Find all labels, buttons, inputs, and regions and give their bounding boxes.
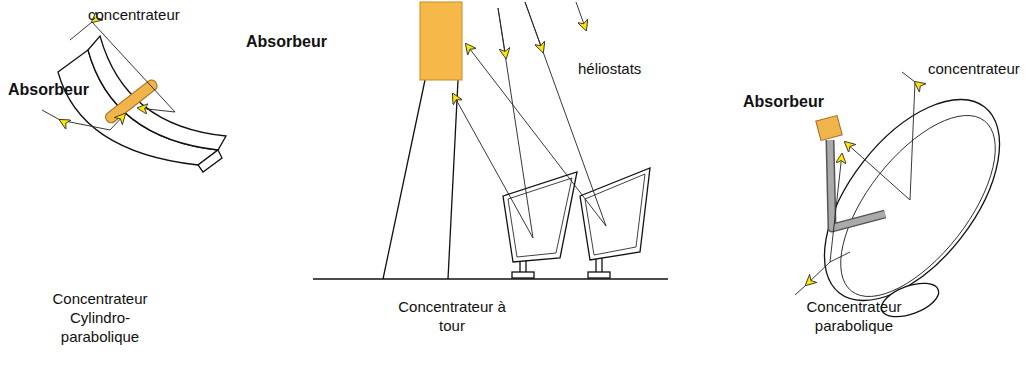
tower	[313, 80, 668, 279]
trough-rays	[42, 22, 175, 130]
trough-concentrator	[58, 36, 226, 172]
tower-rays	[453, 2, 606, 238]
dish-concentrator	[790, 69, 1033, 331]
heliostat-label: héliostats	[578, 60, 641, 79]
concentrator-label: concentrateur	[88, 6, 180, 25]
concentrator-label: concentrateur	[928, 60, 1020, 79]
caption: Concentrateur parabolique	[792, 298, 916, 336]
caption: Concentrateur Cylindro-parabolique	[40, 290, 160, 346]
absorber-label: Absorbeur	[8, 80, 89, 100]
caption: Concentrateur à tour	[392, 298, 512, 336]
trough-absorber	[103, 78, 159, 125]
absorber-label: Absorbeur	[246, 32, 327, 52]
absorber-label: Absorbeur	[743, 92, 824, 112]
tower-absorber	[420, 2, 462, 80]
dish-support	[816, 115, 885, 228]
